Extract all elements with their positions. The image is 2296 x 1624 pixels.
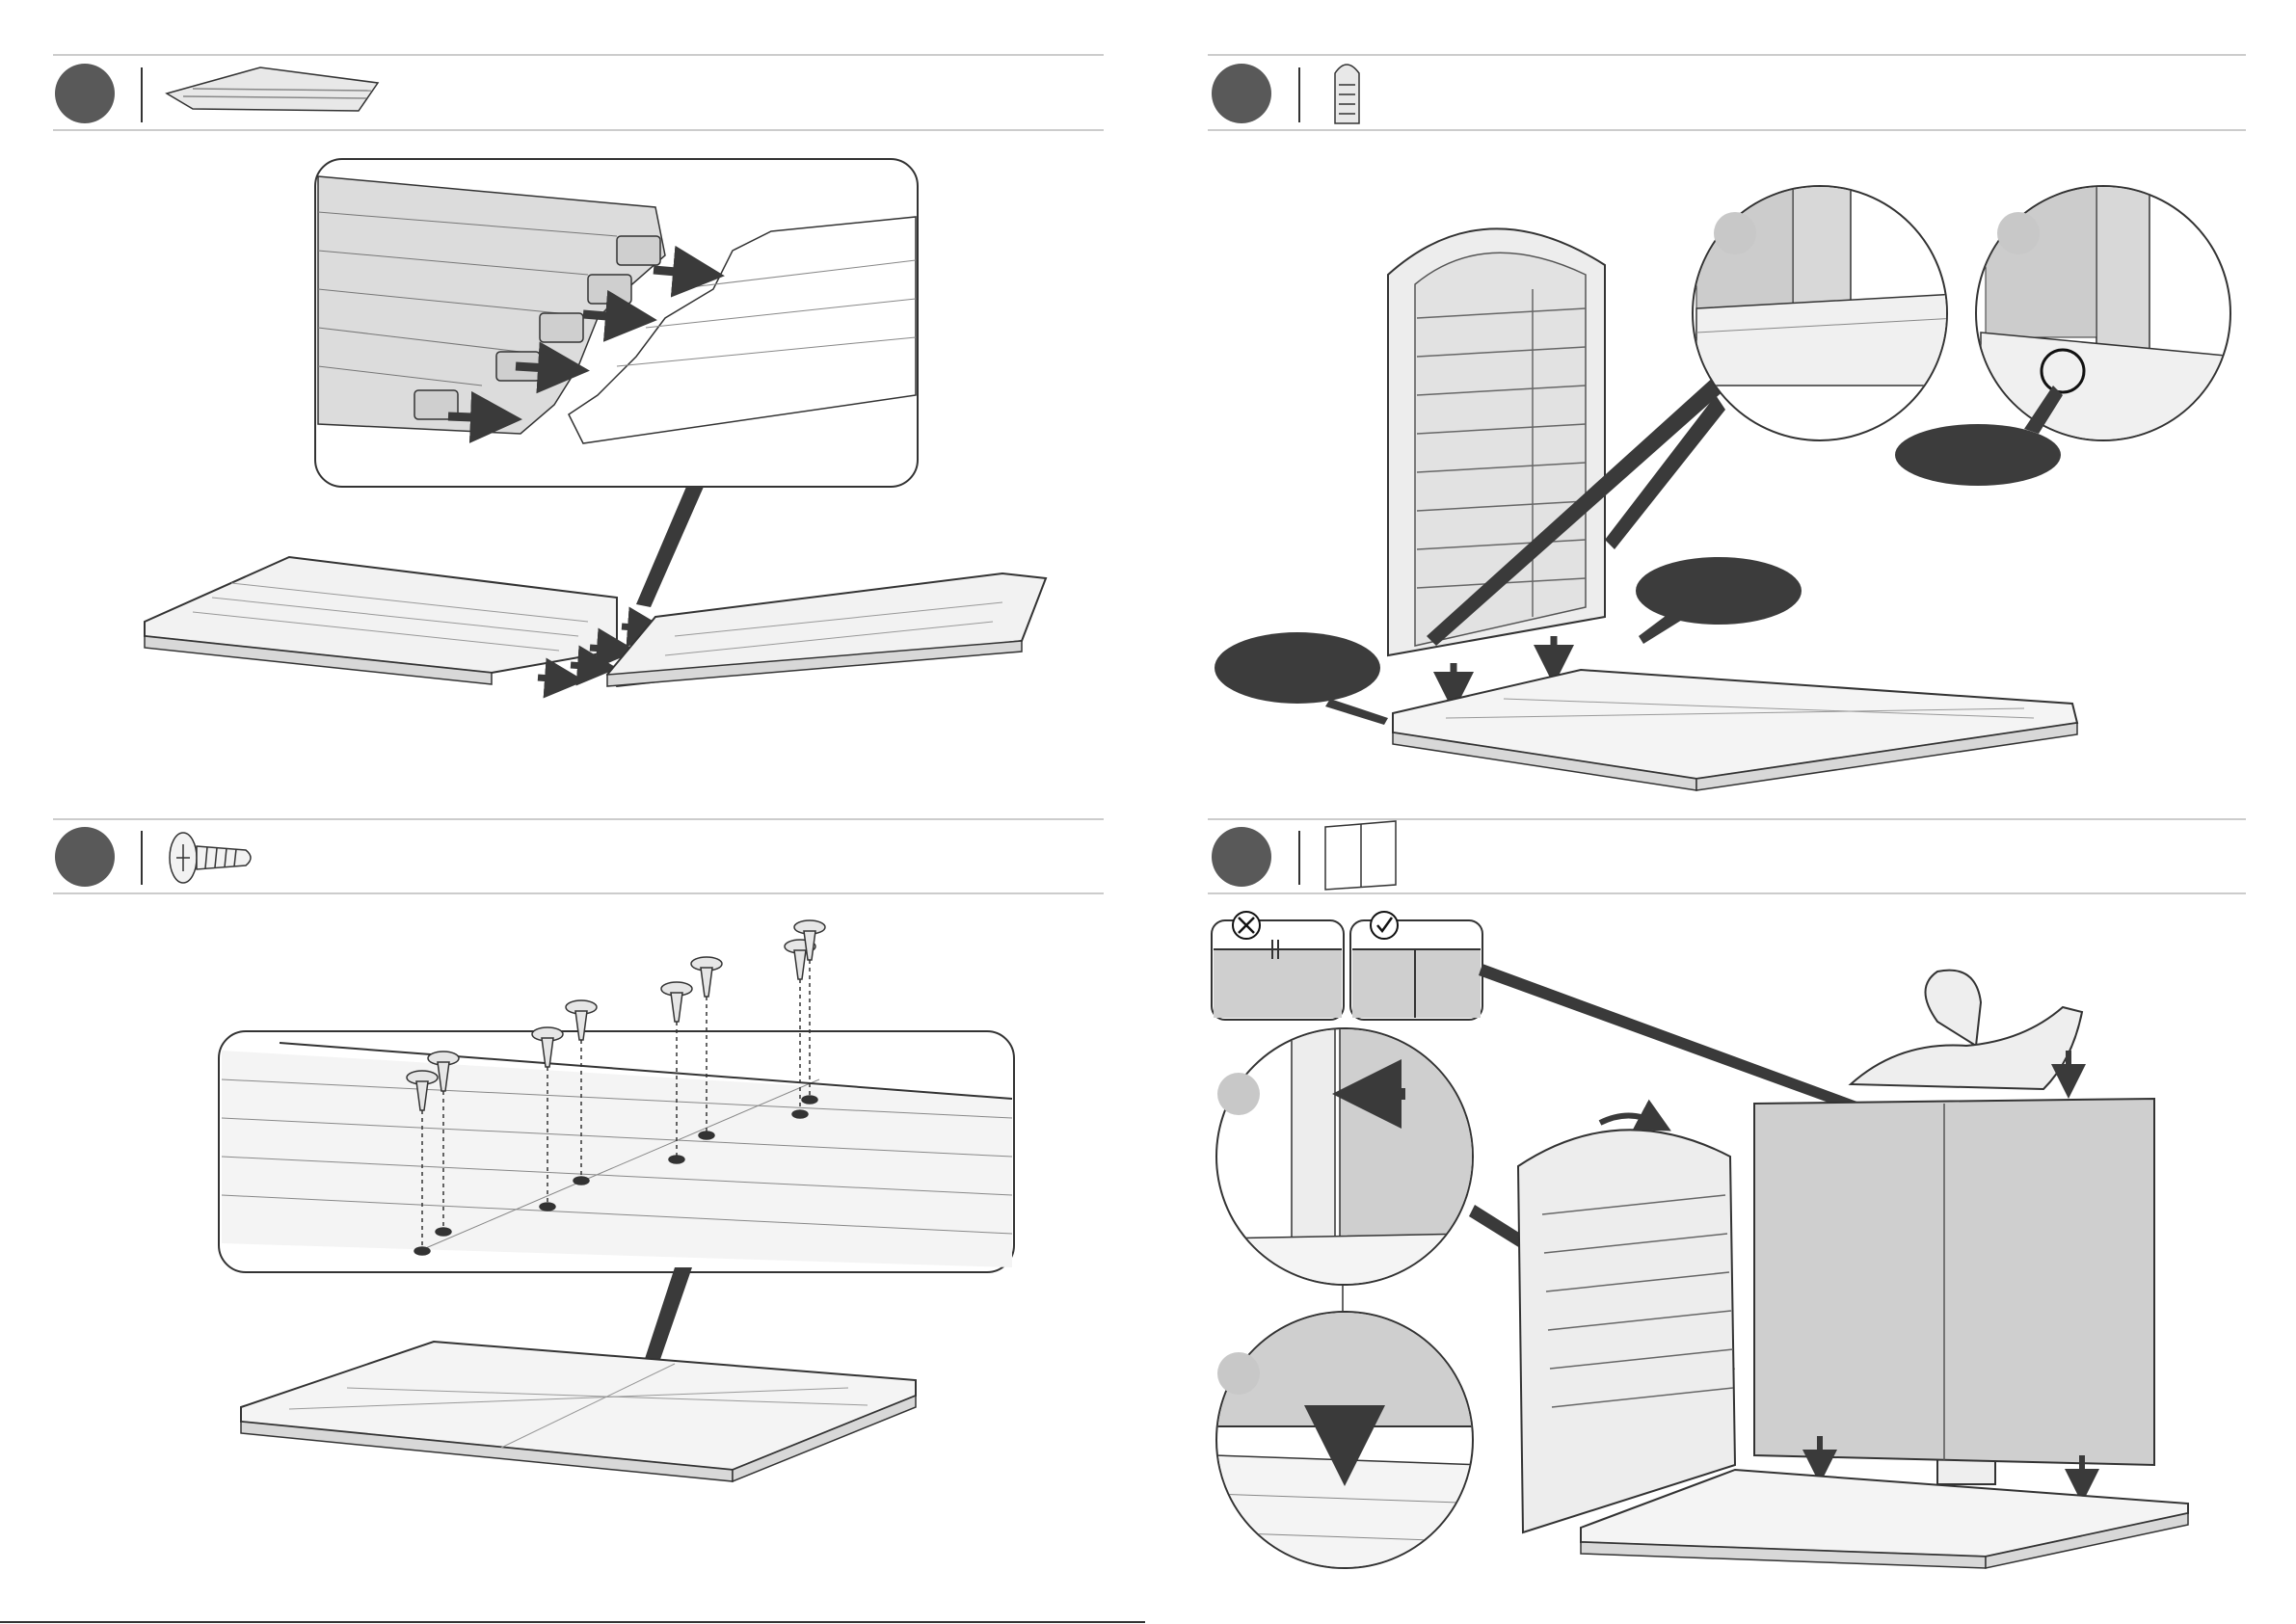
callout-circle-small: [1895, 424, 2061, 486]
magnifier-1-badge: [1714, 212, 1756, 254]
magnifier-4-badge: [1217, 1352, 1260, 1395]
wrong-icon: [1233, 912, 1260, 939]
step-c-zoom-detail: [219, 1031, 1014, 1272]
floor-panel-icon: [167, 67, 378, 111]
assembled-side-wall: [1518, 1116, 1735, 1533]
correct-example: [1350, 912, 1482, 1020]
step-c-floor: [241, 1342, 916, 1481]
step-d-badge: [1212, 827, 1271, 887]
callout-circle-large-left: [1215, 632, 1380, 704]
magnifier-2-badge: [1997, 212, 2040, 254]
magnifier-detail-3: [1215, 1022, 1484, 1291]
side-wall-panel-icon: [1335, 65, 1359, 123]
screw-icon: [170, 833, 251, 883]
magnifier-detail-4: [1215, 1311, 1484, 1581]
step-a-zoom-detail: [315, 159, 918, 487]
step-c-badge: [55, 827, 115, 887]
step-a-badge: [55, 64, 115, 123]
step-c-panel: [53, 819, 1104, 1481]
floor-right-half: [607, 573, 1046, 686]
correct-icon: [1371, 912, 1398, 939]
magnifier-3-badge: [1217, 1073, 1260, 1115]
callout-circle-large-right: [1636, 557, 1802, 625]
wrong-example: [1212, 912, 1344, 1020]
step-b-floor: [1393, 670, 2077, 790]
floor-left-half: [145, 557, 617, 684]
step-b-panel: [1208, 55, 2246, 790]
step-a-panel: [53, 55, 1104, 686]
back-panel-icon: [1325, 821, 1396, 890]
step-b-badge: [1212, 64, 1271, 123]
back-wall-panel: [1754, 1099, 2154, 1465]
step-d-panel: [1208, 819, 2246, 1581]
